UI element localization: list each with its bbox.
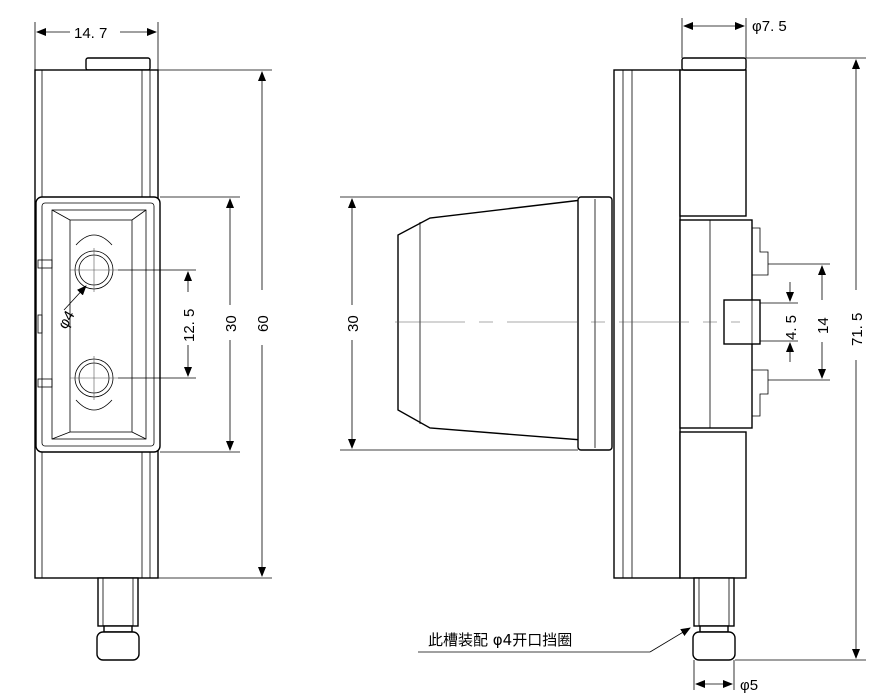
right-lower-knuckle: [679, 431, 747, 579]
right-upper-knuckle: [679, 69, 747, 217]
left-window-recess: [51, 209, 147, 440]
left-pin-groove: [103, 625, 133, 633]
right-tapered-cap: [397, 199, 583, 441]
left-window-frame: [35, 196, 161, 453]
dim-left-hole-spacing: 12. 5: [181, 309, 198, 342]
right-view: φ7. 5 71. 5 30 14 4. 5 φ5 此槽装配 φ4开口: [340, 18, 866, 694]
dim-left-total-height: 60: [255, 315, 272, 332]
left-window-bevel: [131, 209, 147, 221]
dim-right-total-height: 71. 5: [849, 313, 866, 346]
left-window-bevel: [131, 431, 147, 440]
dim-left-hole-diameter: φ4: [55, 308, 79, 332]
left-side-notch: [37, 378, 53, 388]
note-leader-arrow: [649, 627, 691, 653]
left-bottom-pin: [97, 577, 139, 627]
right-top-pin: [681, 57, 747, 71]
right-slot-tongue: [723, 299, 761, 345]
left-side-notch: [37, 259, 53, 269]
left-side-notch: [37, 314, 43, 334]
assembly-note: 此槽装配 φ4开口挡圈: [428, 631, 572, 649]
right-pin-tip: [692, 631, 736, 661]
dim-right-slot-inner: 4. 5: [783, 315, 800, 340]
dim-right-cap-height: 30: [345, 315, 362, 332]
left-window-bevel: [51, 209, 71, 221]
right-pin-groove: [699, 625, 729, 633]
dim-right-top-pin-dia: φ7. 5: [752, 18, 787, 35]
right-slot-profile: [751, 369, 769, 417]
right-main-plate: [613, 69, 681, 579]
right-slot-profile: [751, 227, 769, 276]
left-window-slot: [69, 219, 133, 433]
dim-leader: [63, 285, 87, 311]
left-clip-seat: [75, 399, 113, 411]
left-clip-seat: [75, 234, 113, 246]
right-bottom-pin: [693, 577, 735, 627]
left-top-pin: [85, 57, 151, 71]
dim-right-bottom-pin-dia: φ5: [740, 677, 758, 694]
dim-left-width: 14. 7: [74, 25, 107, 42]
left-pin-tip: [96, 631, 140, 661]
dim-right-slot-outer: 14: [815, 317, 832, 334]
left-window-bevel: [51, 431, 71, 440]
dim-left-window-height: 30: [223, 315, 240, 332]
left-view: 14. 7 60 30 12. 5 φ4: [34, 22, 272, 661]
